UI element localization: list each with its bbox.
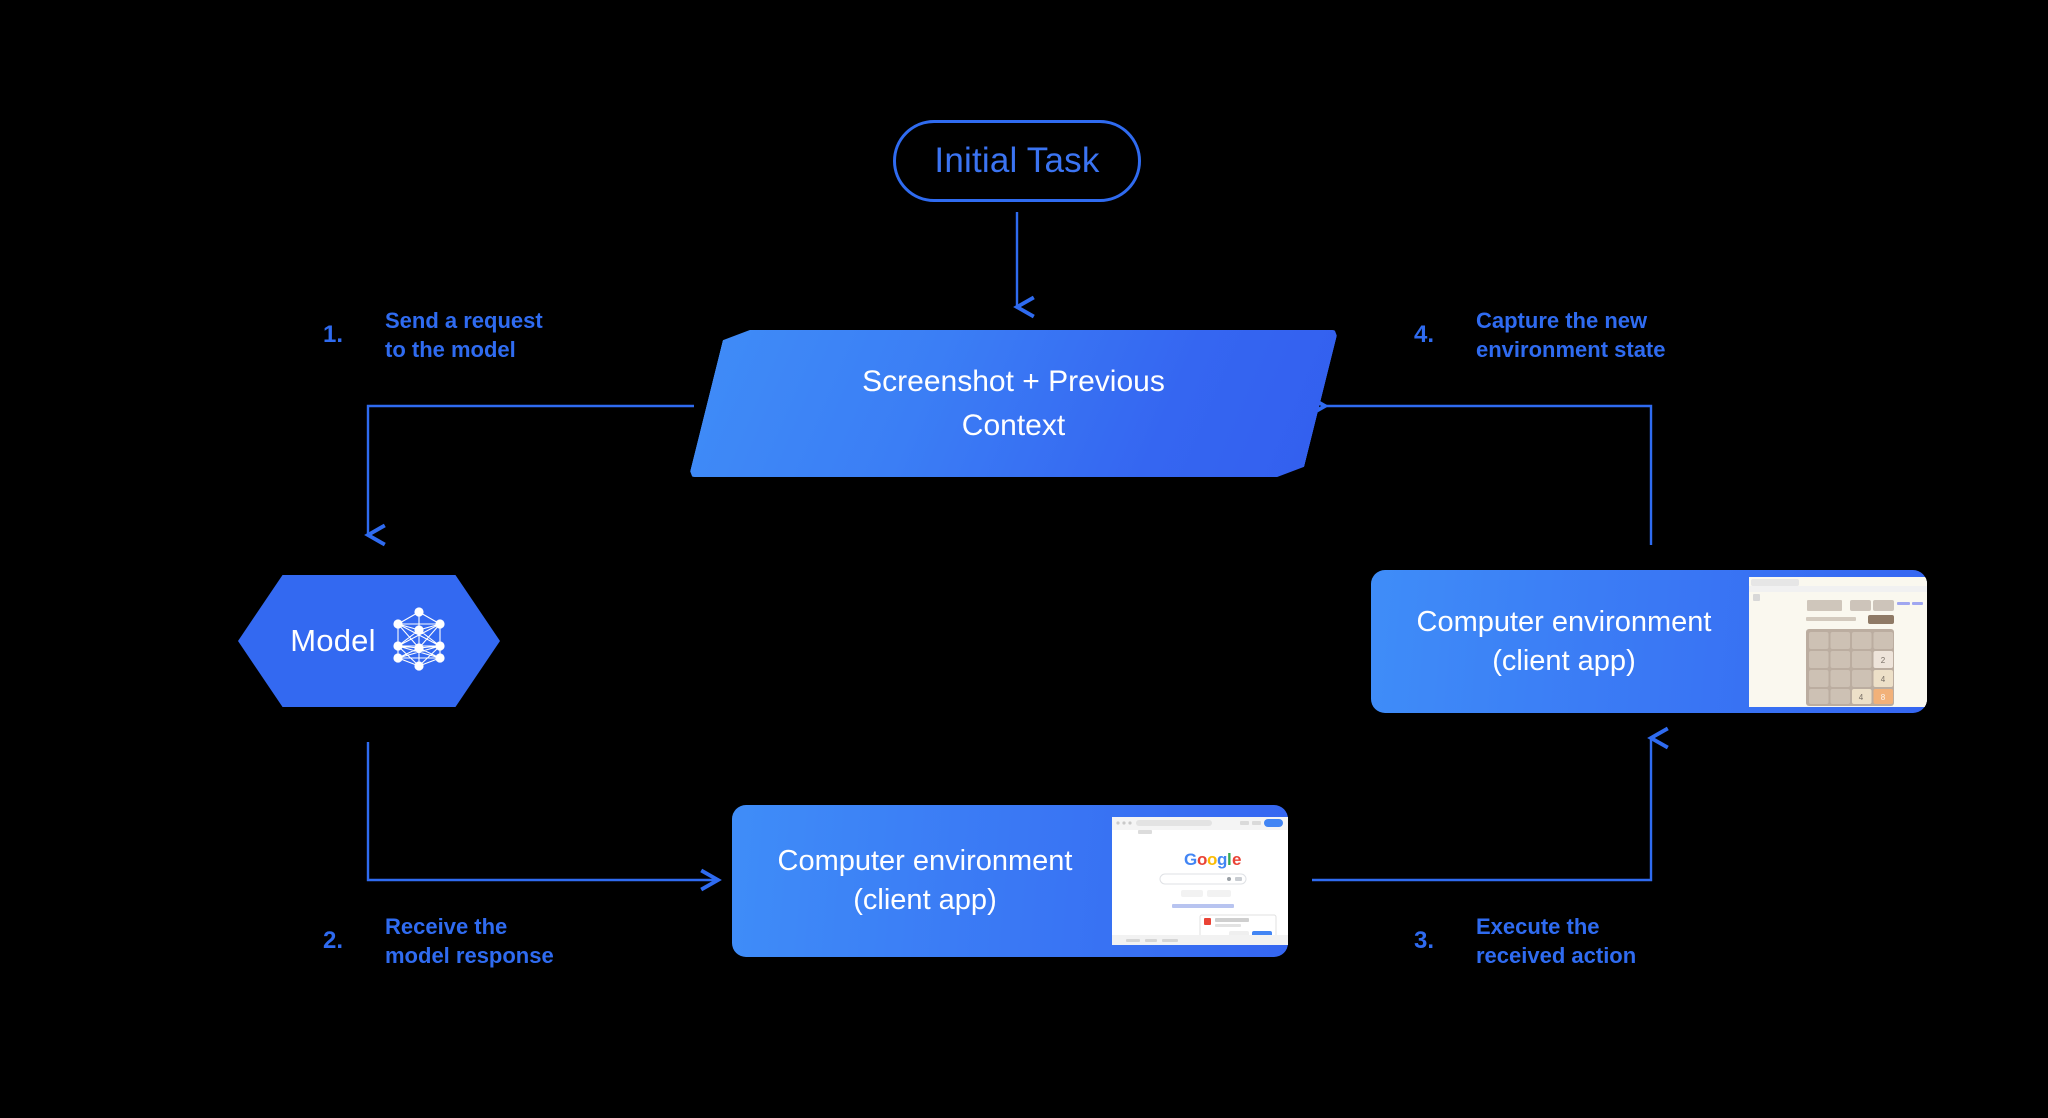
step-2-text: Receive the model response — [385, 914, 554, 969]
step-2-number: 2. — [323, 927, 344, 955]
svg-text:4: 4 — [1859, 693, 1864, 702]
initial-task-label: Initial Task — [934, 141, 1100, 180]
step-4-text: Capture the new environment state — [1476, 308, 1666, 363]
context-node-line1: Screenshot + Previous — [862, 364, 1165, 398]
svg-text:l: l — [1227, 850, 1232, 869]
env-bottom-line1: Computer environment — [777, 845, 1073, 878]
arrow-env-right-to-context — [1307, 394, 1653, 545]
context-node-line2: Context — [961, 408, 1066, 442]
svg-text:4: 4 — [1881, 675, 1886, 684]
context-node[interactable]: Screenshot + Previous Context — [707, 330, 1320, 477]
svg-text:o: o — [1207, 850, 1217, 869]
svg-text:8: 8 — [1881, 693, 1886, 702]
env-card-right[interactable]: Computer environment (client app) — [1371, 570, 1927, 713]
svg-text:o: o — [1197, 850, 1207, 869]
arrow-model-to-env-bottom — [366, 742, 722, 892]
step-1: 1. Send a request to the model — [323, 306, 543, 364]
svg-text:2: 2 — [1881, 656, 1886, 665]
step-1-number: 1. — [323, 321, 344, 349]
model-node-label: Model — [290, 623, 376, 658]
model-node-shape — [238, 575, 500, 707]
svg-text:G: G — [1184, 850, 1197, 869]
step-3: 3. Execute the received action — [1414, 912, 1636, 970]
model-node[interactable]: Model — [238, 575, 500, 707]
step-1-text: Send a request to the model — [385, 308, 543, 363]
neural-network-icon — [393, 607, 445, 671]
svg-text:e: e — [1232, 850, 1241, 869]
initial-task-node[interactable]: Initial Task — [893, 120, 1141, 202]
env-card-bottom-label: Computer environment (client app) — [742, 842, 1108, 920]
env-card-right-label: Computer environment (client app) — [1383, 603, 1745, 681]
thumbnail-2048-game[interactable]: 2 4 4 8 — [1749, 576, 1927, 707]
step-3-text: Execute the received action — [1476, 914, 1637, 969]
env-right-line2: (client app) — [1492, 644, 1636, 677]
svg-text:g: g — [1217, 850, 1227, 869]
arrow-env-bottom-to-env-right — [1312, 726, 1669, 882]
step-2: 2. Receive the model response — [323, 912, 554, 970]
env-bottom-line2: (client app) — [853, 884, 997, 916]
thumbnail-google-search[interactable]: G o o g l e — [1112, 817, 1288, 945]
arrow-context-to-model — [364, 404, 694, 547]
context-node-text: Screenshot + Previous Context — [707, 330, 1320, 477]
env-right-line1: Computer environment — [1416, 605, 1712, 638]
step-4: 4. Capture the new environment state — [1414, 306, 1666, 364]
step-4-number: 4. — [1414, 321, 1435, 349]
env-card-bottom[interactable]: Computer environment (client app) G — [732, 805, 1288, 957]
step-3-number: 3. — [1414, 927, 1435, 955]
